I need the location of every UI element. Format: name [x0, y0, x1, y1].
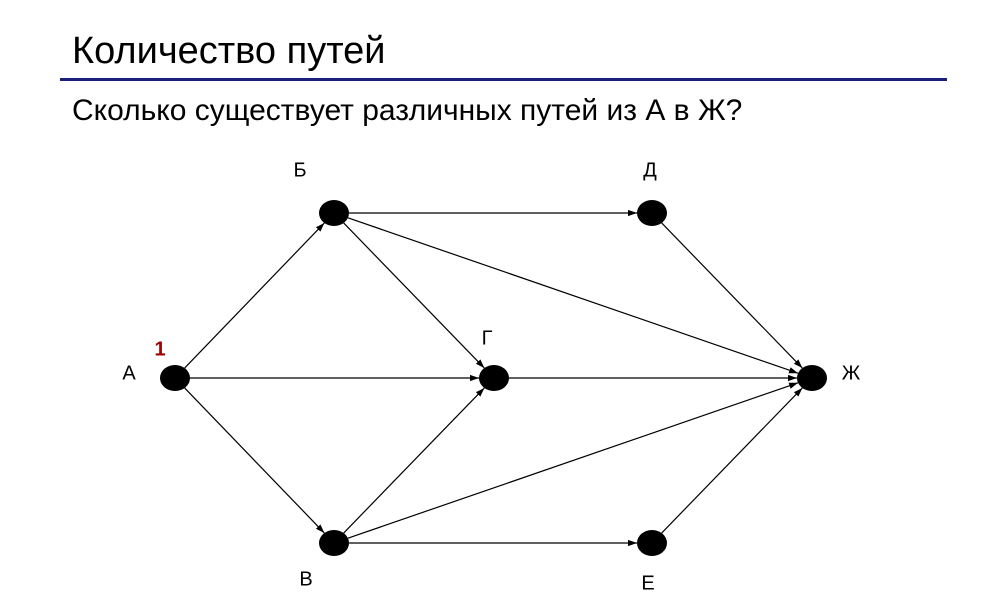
- node-E: [637, 530, 667, 556]
- node-label-G: Г: [482, 327, 493, 349]
- edge-D-Zh: [661, 222, 803, 369]
- node-G: [479, 365, 509, 391]
- nodes: [160, 200, 827, 556]
- node-A: [160, 365, 190, 391]
- title-underline: [60, 78, 947, 81]
- slide-title: Количество путей: [72, 30, 386, 72]
- node-labels: А Б В Г Д Е Ж: [122, 159, 860, 594]
- edge-B-Zh: [347, 217, 799, 374]
- node-label-A: А: [122, 362, 136, 384]
- node-label-V: В: [299, 568, 312, 590]
- node-label-D: Д: [643, 159, 657, 181]
- node-V: [319, 530, 349, 556]
- node-label-E: Е: [641, 572, 654, 594]
- question-text: Сколько существует различных путей из А …: [72, 94, 743, 127]
- edge-E-Zh: [661, 387, 803, 534]
- node-Zh: [797, 365, 827, 391]
- edge-B-G: [343, 222, 485, 369]
- node-D: [637, 200, 667, 226]
- edge-V-Zh: [347, 382, 799, 539]
- node-B: [319, 200, 349, 226]
- edge-A-B: [184, 222, 325, 369]
- edge-A-V: [184, 387, 325, 534]
- node-label-B: Б: [293, 159, 306, 181]
- path-count-A: 1: [154, 338, 165, 360]
- edges: [184, 209, 803, 547]
- path-counts: 1: [154, 338, 165, 360]
- node-label-Zh: Ж: [842, 362, 861, 384]
- edge-V-G: [343, 387, 485, 534]
